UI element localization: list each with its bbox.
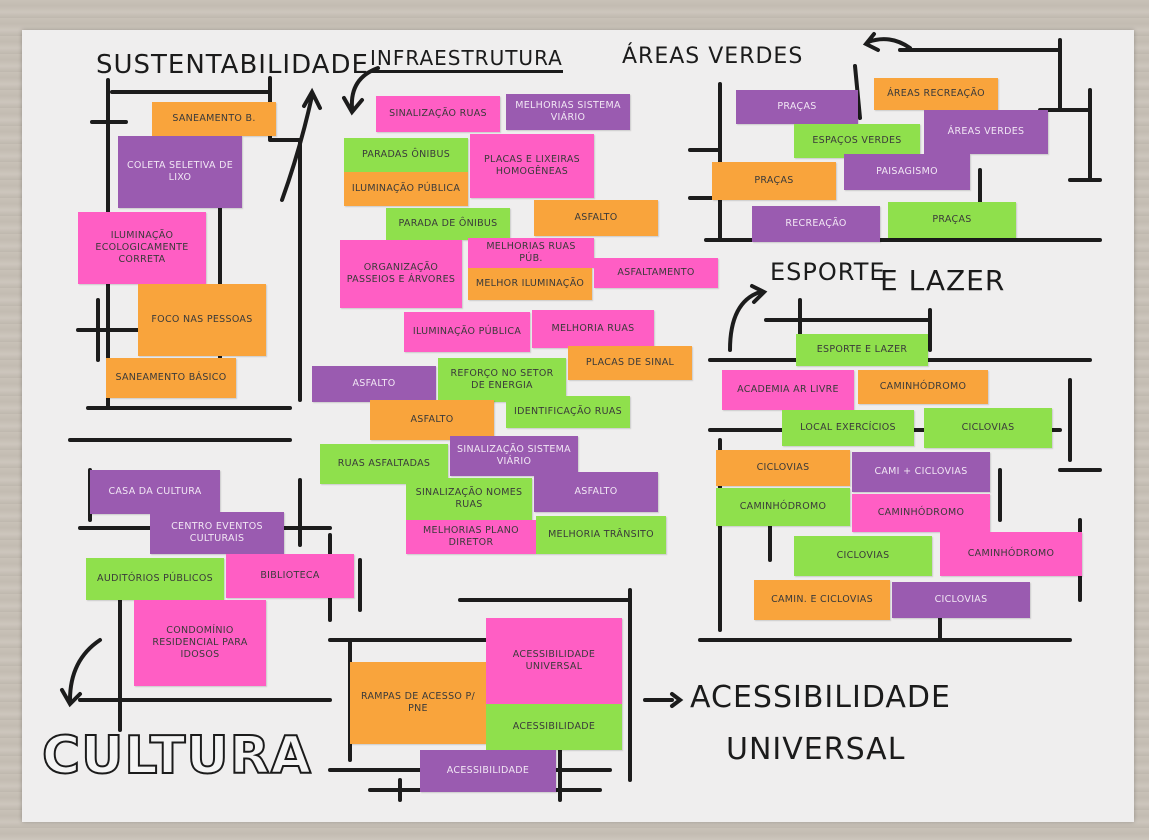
sticky-note: MELHORIA RUAS xyxy=(532,310,654,348)
sticky-note: ASFALTO xyxy=(534,200,658,236)
sticky-note: RAMPAS DE ACESSO P/ PNE xyxy=(350,662,486,744)
sticky-note: REFORÇO NO SETOR DE ENERGIA xyxy=(438,358,566,402)
sticky-note: CICLOVIAS xyxy=(716,450,850,486)
sticky-note: MELHORIAS SISTEMA VIÁRIO xyxy=(506,94,630,130)
sticky-note: SANEAMENTO B. xyxy=(152,102,276,136)
sticky-note: SINALIZAÇÃO NOMES RUAS xyxy=(406,478,532,520)
sticky-note: ASFALTO xyxy=(370,400,494,440)
sticky-note: CONDOMÍNIO RESIDENCIAL PARA IDOSOS xyxy=(134,600,266,686)
sticky-note: CAMINHÓDROMO xyxy=(858,370,988,404)
sticky-note: AUDITÓRIOS PÚBLICOS xyxy=(86,558,224,600)
sticky-note: PRAÇAS xyxy=(712,162,836,200)
sticky-note: MELHOR ILUMINAÇÃO xyxy=(468,268,592,300)
sticky-note: ACESSIBILIDADE xyxy=(486,704,622,750)
sticky-note: CAMIN. E CICLOVIAS xyxy=(754,580,890,620)
sticky-note: ASFALTO xyxy=(312,366,436,402)
sticky-note: CAMINHÓDROMO xyxy=(852,494,990,532)
sticky-note: CICLOVIAS xyxy=(794,536,932,576)
sticky-note: ORGANIZAÇÃO PASSEIOS E ÁRVORES xyxy=(340,240,462,308)
sticky-note: ILUMINAÇÃO PÚBLICA xyxy=(344,172,468,206)
sticky-note: COLETA SELETIVA DE LIXO xyxy=(118,136,242,208)
sticky-note: PRAÇAS xyxy=(888,202,1016,238)
sticky-note: MELHORIAS RUAS PÚB. xyxy=(468,238,594,268)
sticky-note: CAMI + CICLOVIAS xyxy=(852,452,990,492)
heading-sustentabilidade: SUSTENTABILIDADE xyxy=(96,50,369,80)
sticky-note: PARADA DE ÔNIBUS xyxy=(386,208,510,240)
sticky-note: PLACAS E LIXEIRAS HOMOGÊNEAS xyxy=(470,134,594,198)
sticky-note: CICLOVIAS xyxy=(892,582,1030,618)
sticky-note: ASFALTAMENTO xyxy=(594,258,718,288)
heading-cultura: CULTURA xyxy=(41,725,312,787)
heading-esporte: ESPORTE xyxy=(770,258,886,286)
sticky-note: ESPORTE E LAZER xyxy=(796,334,928,366)
sticky-note: CAMINHÓDROMO xyxy=(716,488,850,526)
sticky-note: ACESSIBILIDADE xyxy=(420,750,556,792)
sticky-note: PARADAS ÔNIBUS xyxy=(344,138,468,172)
sticky-note: ÁREAS RECREAÇÃO xyxy=(874,78,998,110)
sticky-note: ASFALTO xyxy=(534,472,658,512)
sticky-note: PAISAGISMO xyxy=(844,154,970,190)
sticky-note: CASA DA CULTURA xyxy=(90,470,220,514)
sticky-note: PRAÇAS xyxy=(736,90,858,124)
sticky-note: MELHORIAS PLANO DIRETOR xyxy=(406,520,536,554)
sticky-note: SINALIZAÇÃO RUAS xyxy=(376,96,500,132)
sticky-note: ACADEMIA AR LIVRE xyxy=(722,370,854,410)
heading-areas-verdes: ÁREAS VERDES xyxy=(622,44,804,69)
sticky-note: CAMINHÓDROMO xyxy=(940,532,1082,576)
sticky-note: SINALIZAÇÃO SISTEMA VIÁRIO xyxy=(450,436,578,476)
sticky-note: ÁREAS VERDES xyxy=(924,110,1048,154)
sticky-note: SANEAMENTO BÁSICO xyxy=(106,358,236,398)
sticky-note: CENTRO EVENTOS CULTURAIS xyxy=(150,512,284,554)
sticky-note: ESPAÇOS VERDES xyxy=(794,124,920,158)
sticky-note: ACESSIBILIDADE UNIVERSAL xyxy=(486,618,622,704)
heading-infraestrutura: INFRAESTRUTURA xyxy=(370,46,563,73)
sticky-note: ILUMINAÇÃO ECOLOGICAMENTE CORRETA xyxy=(78,212,206,284)
heading-acessibilidade-line2: UNIVERSAL xyxy=(726,732,906,767)
heading-e-lazer: E LAZER xyxy=(880,264,1006,297)
sticky-note: MELHORIA TRÂNSITO xyxy=(536,516,666,554)
sticky-note: RUAS ASFALTADAS xyxy=(320,444,448,484)
sticky-note: FOCO NAS PESSOAS xyxy=(138,284,266,356)
sticky-note: RECREAÇÃO xyxy=(752,206,880,242)
sticky-note: ILUMINAÇÃO PÚBLICA xyxy=(404,312,530,352)
sticky-note: BIBLIOTECA xyxy=(226,554,354,598)
sticky-note: PLACAS DE SINAL xyxy=(568,346,692,380)
sticky-note: CICLOVIAS xyxy=(924,408,1052,448)
sticky-note: IDENTIFICAÇÃO RUAS xyxy=(506,396,630,428)
heading-acessibilidade-line1: ACESSIBILIDADE xyxy=(690,680,951,715)
sticky-note: LOCAL EXERCÍCIOS xyxy=(782,410,914,446)
